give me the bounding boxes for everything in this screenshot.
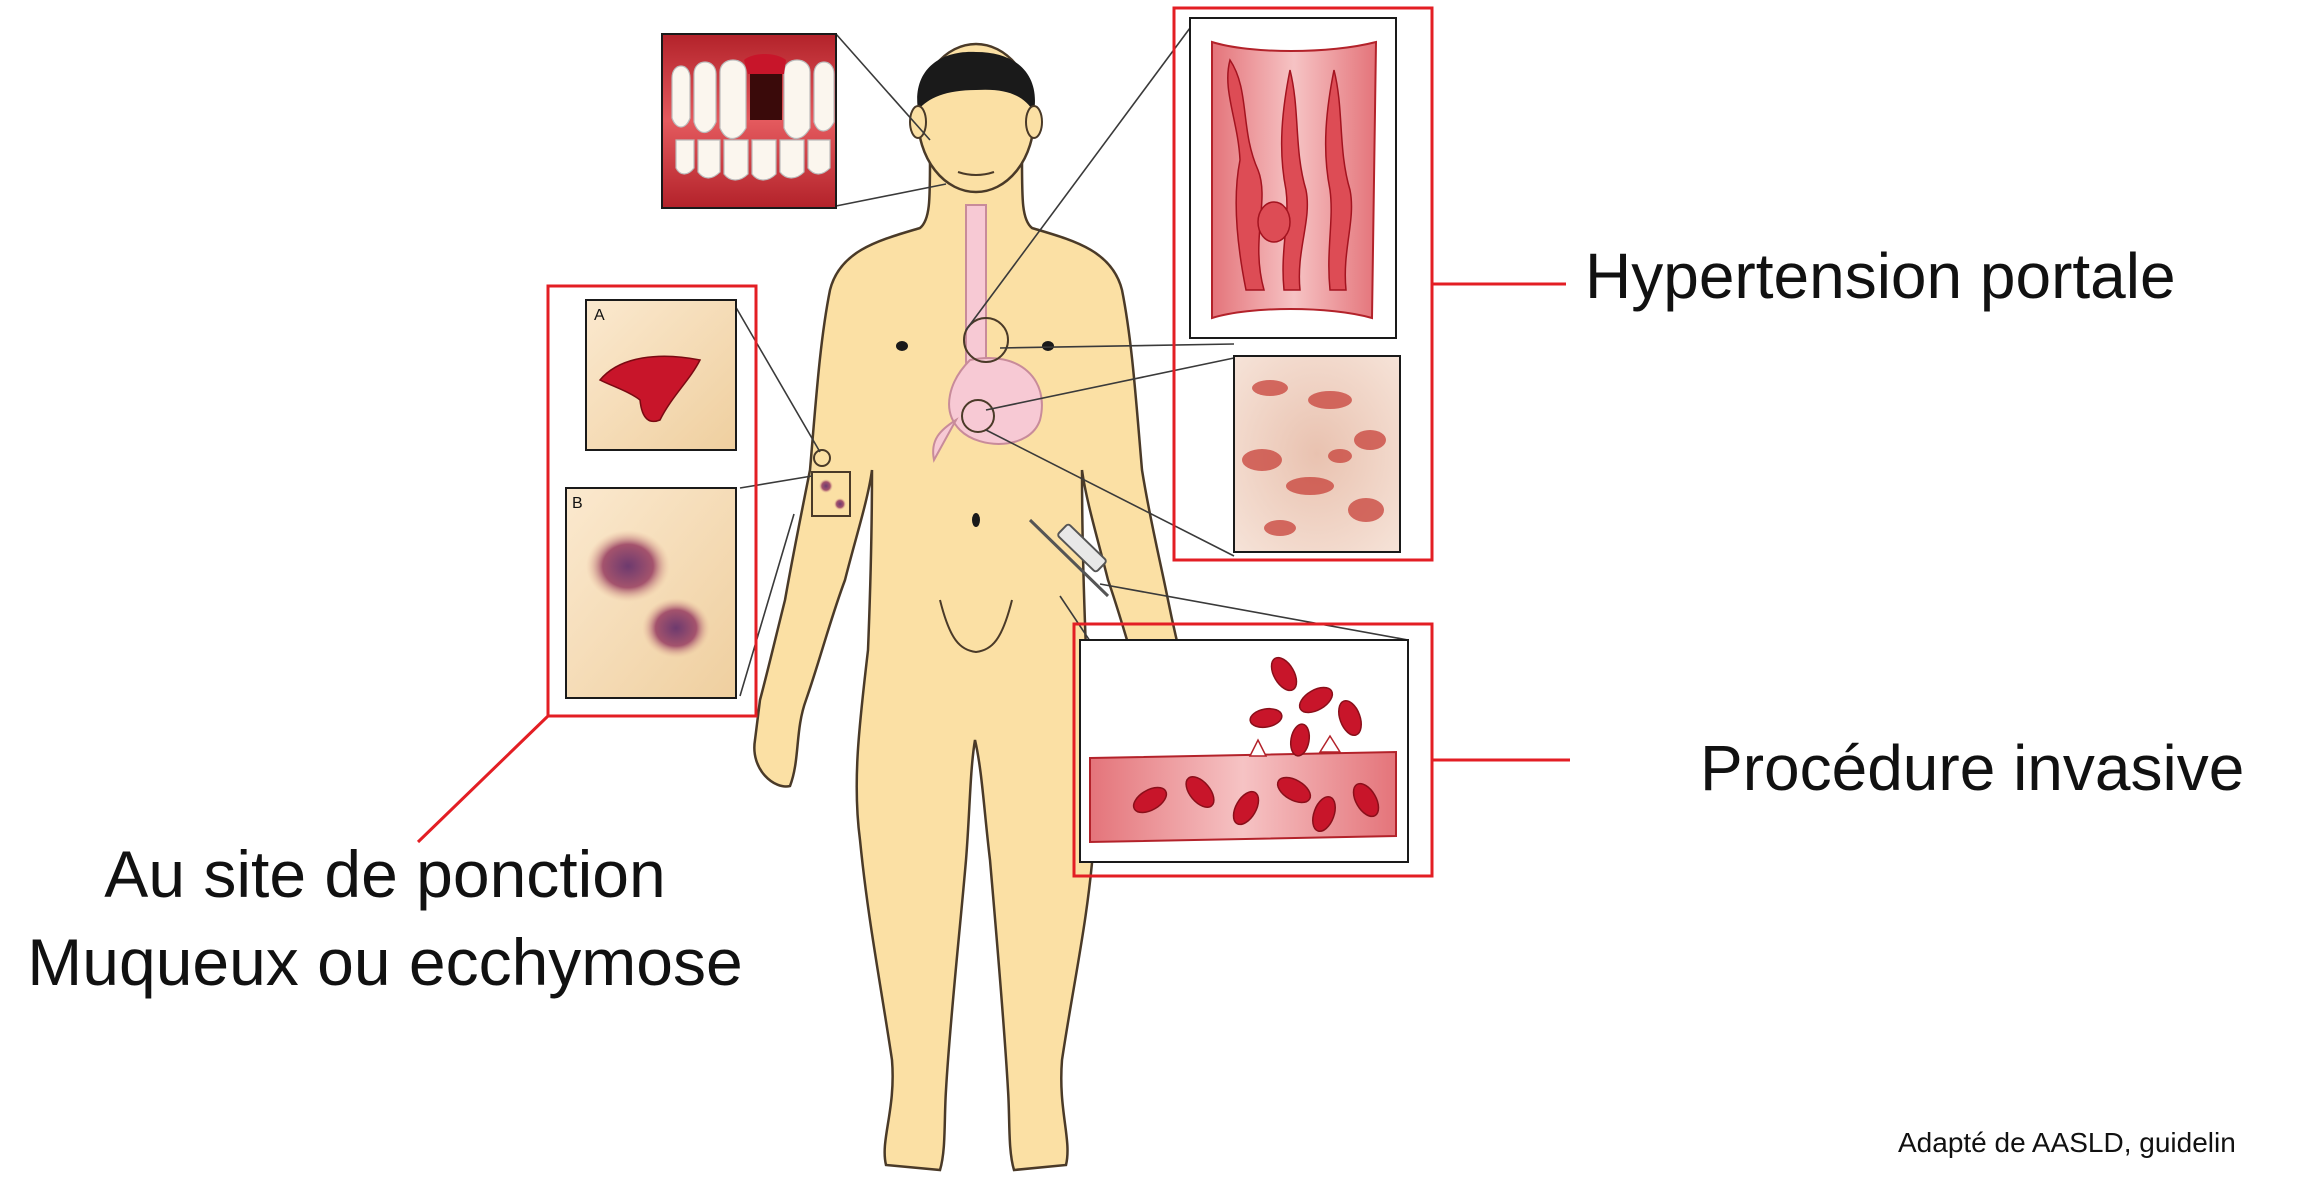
- gum-bleeding-panel: [662, 34, 836, 208]
- source-citation: Adapté de AASLD, guidelin: [1898, 1126, 2236, 1160]
- puncture-site-label-line-1: Au site de ponction: [0, 830, 770, 918]
- vessel-puncture-panel: [1080, 640, 1408, 862]
- puncture-site-label-line-2: Muqueux ou ecchymose: [0, 918, 770, 1006]
- puncture-site-label: Au site de ponction Muqueux ou ecchymose: [0, 830, 770, 1006]
- human-body-icon: [754, 44, 1199, 1172]
- hematoma-panel-a: A: [586, 300, 736, 450]
- invasive-procedure-label: Procédure invasive: [1700, 730, 2244, 807]
- ecchymosis-panel-b: B: [566, 488, 736, 698]
- panel-letter-b: B: [572, 495, 583, 512]
- portal-hypertension-label: Hypertension portale: [1585, 238, 2176, 315]
- panel-letter-a: A: [594, 307, 605, 324]
- esophageal-varices-panel: [1190, 18, 1396, 338]
- gastric-mucosa-panel: [1234, 356, 1400, 552]
